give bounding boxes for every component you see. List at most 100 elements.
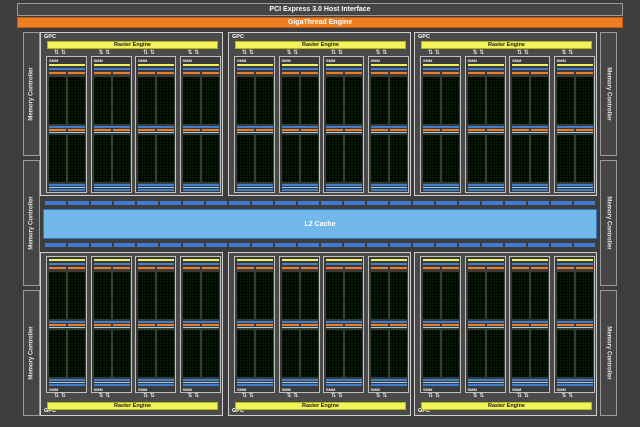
texture-unit <box>326 379 362 381</box>
buffer-unit <box>423 68 459 70</box>
instruction-cache <box>94 259 130 261</box>
warp-scheduler <box>94 324 111 326</box>
register-file <box>371 132 407 133</box>
instruction-cache <box>326 64 362 66</box>
instruction-cache <box>282 64 318 66</box>
crossbar-segment <box>298 243 319 247</box>
warp-scheduler <box>202 129 219 131</box>
texture-unit <box>237 189 273 191</box>
shared-bus <box>423 126 459 128</box>
cuda-core-grid <box>94 77 111 124</box>
l1-cache <box>371 187 407 188</box>
raster-engine: Raster Engine <box>421 402 592 410</box>
cuda-core-grid <box>557 135 574 182</box>
cuda-core-grid <box>468 135 485 182</box>
cuda-core-grid <box>390 135 407 182</box>
texture-unit <box>49 384 85 386</box>
warp-scheduler <box>512 129 529 131</box>
crossbar-segment <box>229 201 250 205</box>
warp-scheduler <box>301 129 318 131</box>
cuda-core-grid <box>345 272 362 319</box>
buffer-unit <box>371 68 407 70</box>
l1-cache <box>371 382 407 383</box>
register-file <box>237 327 273 328</box>
memory-controller-left-bottom: Memory Controller <box>23 290 40 416</box>
texture-unit <box>423 384 459 386</box>
buffer-unit <box>282 68 318 70</box>
crossbar-segment <box>91 201 112 205</box>
crossbar-segment <box>482 201 503 205</box>
cuda-core-grid <box>512 330 529 377</box>
instruction-cache <box>49 259 85 261</box>
cuda-core-grid <box>237 272 254 319</box>
warp-scheduler <box>68 72 85 74</box>
instruction-cache <box>183 64 219 66</box>
warp-scheduler <box>390 267 407 269</box>
cuda-core-grid <box>49 135 66 182</box>
instruction-cache <box>557 64 593 66</box>
cuda-core-grid <box>345 77 362 124</box>
texture-unit <box>557 189 593 191</box>
buffer-unit <box>423 263 459 265</box>
cuda-core-grid <box>113 135 130 182</box>
arrow-icon: ⇅ ⇅ <box>54 393 66 399</box>
smm-block: SMM <box>554 56 595 193</box>
warp-scheduler <box>345 129 362 131</box>
l1-cache <box>512 187 548 188</box>
instruction-cache <box>237 259 273 261</box>
shared-bus <box>49 321 85 323</box>
warp-scheduler <box>157 267 174 269</box>
crossbar-segment <box>275 243 296 247</box>
smm-block: SMM <box>279 56 320 193</box>
cuda-core-grid <box>183 135 200 182</box>
pci-express-host-interface: PCI Express 3.0 Host Interface <box>17 3 623 16</box>
buffer-unit <box>138 68 174 70</box>
warp-scheduler <box>94 72 111 74</box>
smm-label: SMM <box>94 387 103 392</box>
register-file <box>282 132 318 133</box>
raster-engine: Raster Engine <box>235 402 406 410</box>
warp-scheduler <box>237 324 254 326</box>
warp-scheduler <box>256 267 273 269</box>
gpc: GPCRaster Engine⇅ ⇅SMM⇅ ⇅SMM⇅ ⇅SMM⇅ ⇅SMM <box>228 32 411 196</box>
crossbar-segment <box>321 243 342 247</box>
crossbar-segment <box>367 201 388 205</box>
smm-label: SMM <box>138 58 147 63</box>
smm-block: SMM <box>91 256 132 393</box>
cuda-core-grid <box>557 330 574 377</box>
texture-unit <box>371 184 407 186</box>
register-file <box>282 327 318 328</box>
crossbar-segment <box>344 243 365 247</box>
crossbar-segment <box>344 201 365 205</box>
warp-scheduler <box>202 324 219 326</box>
shared-bus <box>512 126 548 128</box>
cuda-core-grid <box>138 77 155 124</box>
cuda-core-grid <box>157 330 174 377</box>
smm-label: SMM <box>557 58 566 63</box>
crossbar-segment <box>505 243 526 247</box>
crossbar-segment <box>160 243 181 247</box>
smm-label: SMM <box>423 387 432 392</box>
warp-scheduler <box>256 72 273 74</box>
warp-scheduler <box>531 267 548 269</box>
smm-label: SMM <box>326 58 335 63</box>
texture-unit <box>138 189 174 191</box>
cuda-core-grid <box>301 272 318 319</box>
instruction-cache <box>326 259 362 261</box>
gpc: GPCRaster Engine⇅ ⇅SMM⇅ ⇅SMM⇅ ⇅SMM⇅ ⇅SMM <box>40 32 223 196</box>
gpc: GPCRaster Engine⇅ ⇅SMM⇅ ⇅SMM⇅ ⇅SMM⇅ ⇅SMM <box>414 252 597 416</box>
shared-bus <box>138 321 174 323</box>
instruction-cache <box>557 259 593 261</box>
smm-block: SMM <box>368 56 409 193</box>
crossbar-segment <box>91 243 112 247</box>
texture-unit <box>94 379 130 381</box>
texture-unit <box>282 189 318 191</box>
warp-scheduler <box>487 129 504 131</box>
instruction-cache <box>423 259 459 261</box>
smm-block: SMM <box>234 256 275 393</box>
smm-label: SMM <box>468 387 477 392</box>
smm-block: SMM <box>368 256 409 393</box>
crossbar-segment <box>68 201 89 205</box>
crossbar-segment <box>183 201 204 205</box>
warp-scheduler <box>576 324 593 326</box>
